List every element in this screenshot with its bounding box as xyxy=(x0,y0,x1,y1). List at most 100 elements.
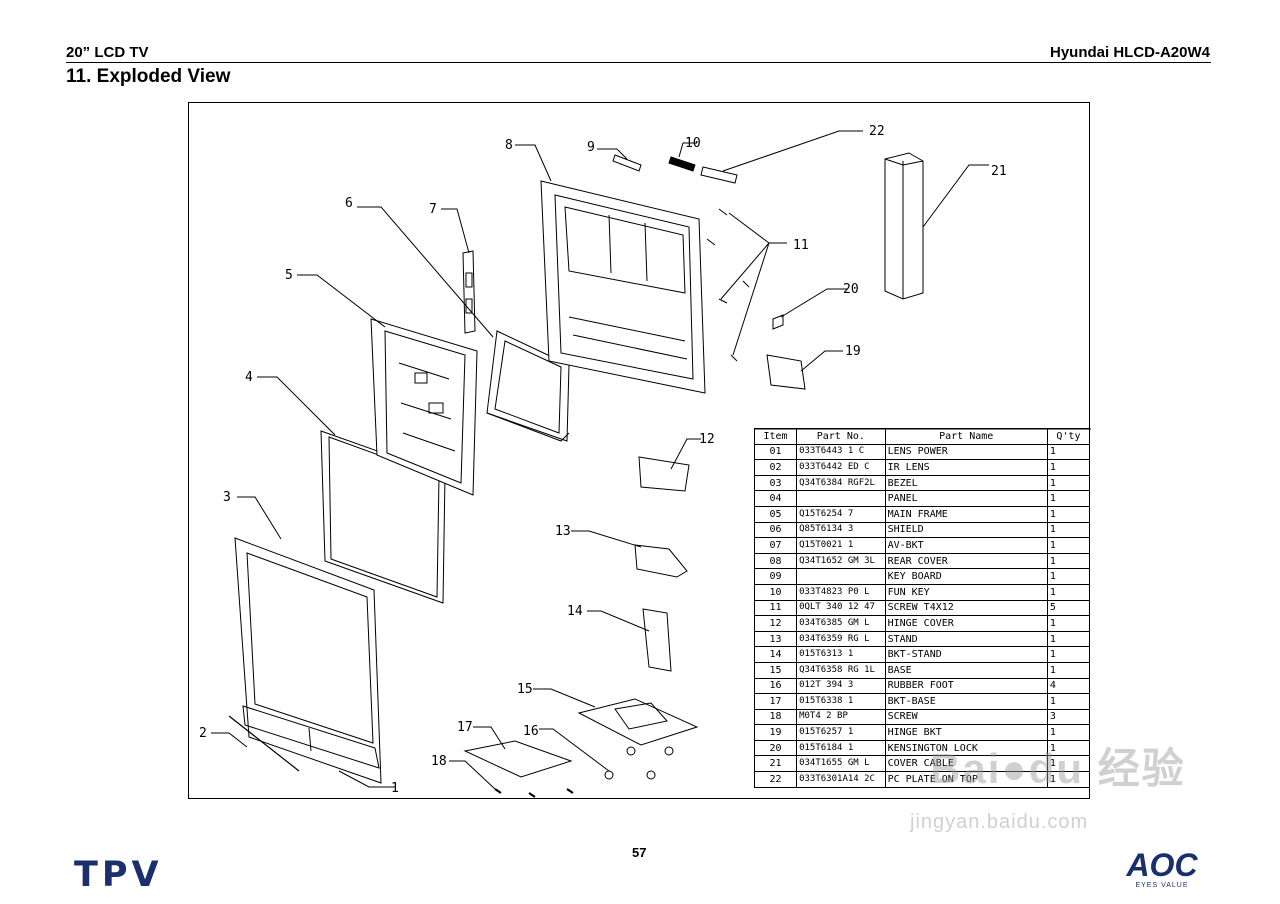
cell-item: 01 xyxy=(753,443,798,461)
col-part-no: Part No. xyxy=(796,428,886,445)
cell-qty: 1 xyxy=(1046,459,1091,476)
part-base-screws xyxy=(494,788,574,798)
watermark: Bai●du 经验 jingyan.baidu.com xyxy=(910,735,1210,845)
page-number: 57 xyxy=(632,845,647,860)
cell-item: 17 xyxy=(753,693,798,710)
callout-3: 3 xyxy=(223,490,231,505)
cell-part-no: M0T4 2 BP xyxy=(796,708,886,726)
watermark-url: jingyan.baidu.com xyxy=(910,811,1089,833)
cell-part-name: SHIELD xyxy=(884,521,1048,539)
header-divider xyxy=(66,62,1211,63)
part-hinge-bracket xyxy=(766,354,806,390)
exploded-view-drawing: 1 2 3 4 5 6 7 8 9 10 11 12 13 14 15 16 1… xyxy=(199,124,1091,798)
part-rubber-feet xyxy=(604,746,674,780)
cell-qty: 1 xyxy=(1046,552,1091,570)
cell-qty: 1 xyxy=(1046,474,1091,492)
cell-qty: 1 xyxy=(1046,771,1091,788)
cell-qty: 3 xyxy=(1046,708,1091,726)
cell-part-no: 033T6442 ED C xyxy=(796,459,886,476)
table-header-row: Item Part No. Part Name Q'ty xyxy=(753,428,1091,445)
tpv-logo: TPV xyxy=(74,855,163,895)
callout-8: 8 xyxy=(505,138,513,153)
cell-qty: 1 xyxy=(1046,568,1091,585)
cell-part-name: HINGE COVER xyxy=(884,615,1048,632)
cell-qty: 1 xyxy=(1046,505,1091,523)
col-item: Item xyxy=(753,428,798,445)
cell-qty: 1 xyxy=(1046,693,1091,710)
cell-item: 15 xyxy=(753,661,798,679)
callout-13: 13 xyxy=(555,524,571,539)
cell-part-no: 012T 394 3 xyxy=(796,677,886,695)
cell-qty: 1 xyxy=(1046,443,1091,461)
cell-item: 18 xyxy=(753,708,798,726)
cell-qty: 5 xyxy=(1046,599,1091,617)
cell-item: 12 xyxy=(753,615,798,632)
cell-part-no: 015T6257 1 xyxy=(796,724,886,741)
part-rear-cover xyxy=(540,180,706,394)
cell-item: 14 xyxy=(753,646,798,663)
cell-part-name: PC PLATE ON TOP xyxy=(884,771,1048,788)
cell-item: 20 xyxy=(753,739,798,757)
cell-part-name: REAR COVER xyxy=(884,552,1048,570)
cell-part-no: 033T4823 P0 L xyxy=(796,583,886,601)
callout-11: 11 xyxy=(793,238,809,253)
callout-5: 5 xyxy=(285,268,293,283)
cell-qty: 1 xyxy=(1046,646,1091,663)
part-bracket-base xyxy=(463,740,573,778)
cell-part-name: BKT-BASE xyxy=(884,693,1048,710)
part-base xyxy=(577,698,699,746)
part-fun-key xyxy=(668,156,696,172)
cell-part-no: Q34T6384 RGF2L xyxy=(796,474,886,492)
header-model-type: 20” LCD TV xyxy=(66,44,149,61)
part-cover-cable xyxy=(884,152,924,300)
callout-15: 15 xyxy=(517,682,533,697)
callout-1: 1 xyxy=(391,781,399,796)
cell-part-no: 015T6184 1 xyxy=(796,739,886,757)
cell-item: 07 xyxy=(753,537,798,554)
aoc-logo-text: AOC xyxy=(1126,847,1198,883)
part-main-frame xyxy=(370,318,478,496)
watermark-main: Bai●du 经验 xyxy=(930,745,1186,792)
cell-part-name: SCREW xyxy=(884,708,1048,726)
cell-part-no: 034T6385 GM L xyxy=(796,615,886,632)
cell-qty: 1 xyxy=(1046,583,1091,601)
cell-part-no: Q85T6134 3 xyxy=(796,521,886,539)
cell-qty: 1 xyxy=(1046,661,1091,679)
cell-qty: 1 xyxy=(1046,490,1091,507)
cell-qty: 1 xyxy=(1046,521,1091,539)
cell-item: 02 xyxy=(753,459,798,476)
callout-4: 4 xyxy=(245,370,253,385)
part-bracket-stand xyxy=(642,608,672,672)
cell-part-no: 034T1655 GM L xyxy=(796,755,886,773)
callout-22: 22 xyxy=(869,124,885,139)
cell-part-no xyxy=(796,568,886,585)
callout-12: 12 xyxy=(699,432,715,447)
cell-part-name: PANEL xyxy=(884,490,1048,507)
cell-item: 08 xyxy=(753,552,798,570)
cell-part-no: 0QLT 340 12 47 xyxy=(796,599,886,617)
exploded-view-figure: 1 2 3 4 5 6 7 8 9 10 11 12 13 14 15 16 1… xyxy=(188,102,1091,799)
part-hinge-cover xyxy=(638,456,690,492)
col-part-name: Part Name xyxy=(884,428,1048,445)
callout-10: 10 xyxy=(685,136,701,151)
cell-item: 11 xyxy=(753,599,798,617)
callout-9: 9 xyxy=(587,140,595,155)
cell-part-no: Q15T0021 1 xyxy=(796,537,886,554)
callout-2: 2 xyxy=(199,726,207,741)
cell-qty: 4 xyxy=(1046,677,1091,695)
cell-part-no: Q34T1652 GM 3L xyxy=(796,552,886,570)
